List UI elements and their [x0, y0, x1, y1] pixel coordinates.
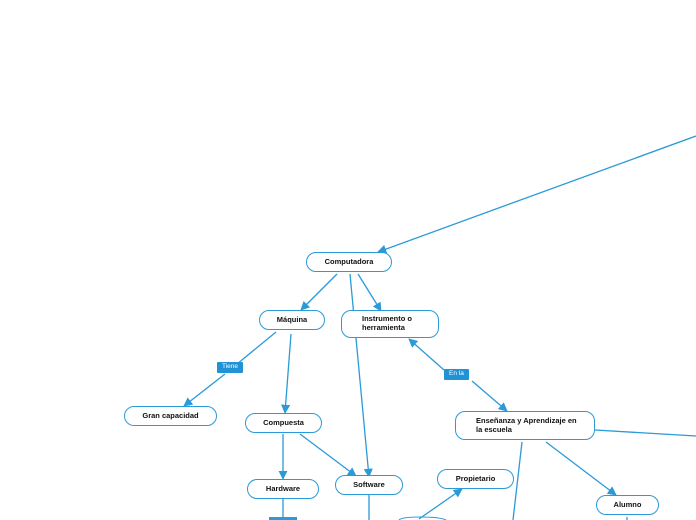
- edge-computadora-software: [349, 273, 373, 478]
- node-ensenanza-label: Enseñanza y Aprendizaje en la escuela: [476, 415, 577, 434]
- edge-instrumento-en-la: [408, 338, 445, 371]
- edge-computadora-maquina: [300, 273, 338, 311]
- node-hardware[interactable]: Hardware: [247, 479, 319, 499]
- edge-computadora-instrumento: [357, 273, 382, 312]
- edge-compuesta-software: [299, 433, 357, 477]
- label-tiene: Tiene: [217, 362, 244, 373]
- node-propietario[interactable]: Propietario: [437, 469, 514, 489]
- node-instrumento-label: Instrumento o herramienta: [362, 314, 412, 332]
- edge-ensenanza-alumno: [545, 441, 617, 496]
- node-gran-capacidad-label: Gran capacidad: [142, 410, 199, 420]
- node-instrumento[interactable]: Instrumento o herramienta: [341, 310, 439, 338]
- hardware-child-stub: [269, 517, 297, 520]
- node-alumno[interactable]: Alumno: [596, 495, 659, 515]
- node-maquina[interactable]: Máquina: [259, 310, 325, 330]
- edge-to-propietario: [418, 488, 463, 520]
- edge-maquina-tiene: [236, 331, 277, 365]
- edge-ensenanza-down: [512, 441, 523, 520]
- label-en-la: En la: [444, 369, 469, 380]
- edge-tiene-gran-capacidad: [183, 373, 226, 407]
- hidden-node-top-edge: [398, 516, 447, 520]
- node-computadora-label: Computadora: [324, 256, 374, 266]
- node-software[interactable]: Software: [335, 475, 403, 495]
- node-alumno-label: Alumno: [613, 499, 642, 509]
- node-software-label: Software: [353, 479, 385, 489]
- node-compuesta[interactable]: Compuesta: [245, 413, 322, 433]
- node-hardware-label: Hardware: [265, 483, 301, 493]
- edge-topright-computadora: [377, 135, 696, 254]
- edge-en-la-ensenanza: [471, 380, 508, 412]
- edge-maquina-compuesta: [281, 333, 292, 414]
- node-propietario-label: Propietario: [455, 473, 496, 483]
- node-maquina-label: Máquina: [276, 314, 308, 324]
- edge-ensenanza-right: [594, 429, 696, 437]
- node-ensenanza[interactable]: Enseñanza y Aprendizaje en la escuela: [455, 411, 595, 440]
- node-computadora[interactable]: Computadora: [306, 252, 392, 272]
- node-gran-capacidad[interactable]: Gran capacidad: [124, 406, 217, 426]
- node-compuesta-label: Compuesta: [263, 417, 304, 427]
